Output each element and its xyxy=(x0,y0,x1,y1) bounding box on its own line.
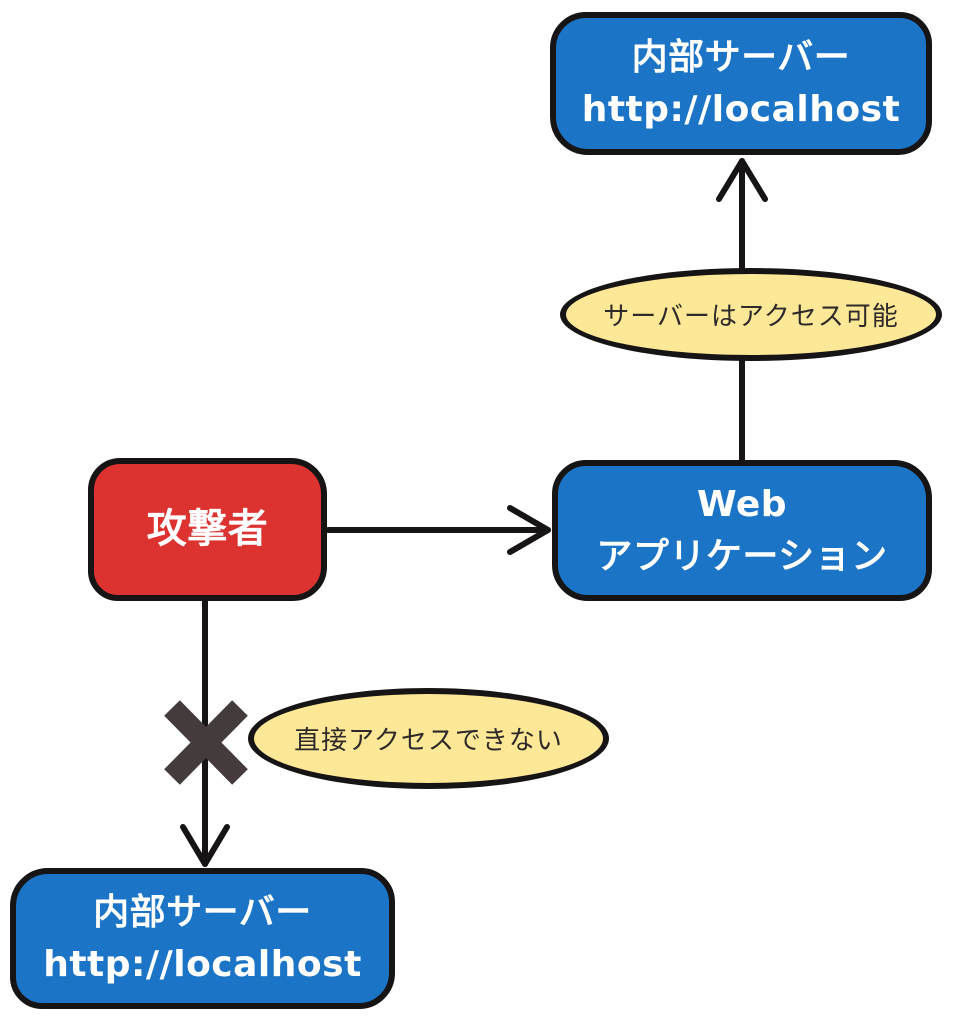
node-internal-server-bottom-label-line1: 内部サーバー xyxy=(93,892,312,934)
node-web-application: Web アプリケーション xyxy=(552,460,932,601)
blocked-cross-icon xyxy=(164,700,248,785)
arrow-webapp-to-internal-head-icon xyxy=(716,158,768,202)
node-internal-server-top-label-line2: http://localhost xyxy=(581,88,901,130)
node-internal-server-bottom: 内部サーバー http://localhost xyxy=(10,868,395,1009)
callout-no-direct-access: 直接アクセスできない xyxy=(248,688,609,789)
callout-no-direct-access-label: 直接アクセスできない xyxy=(294,726,563,756)
arrow-attacker-to-webapp-head-icon xyxy=(507,505,551,555)
node-attacker-label: 攻撃者 xyxy=(146,506,269,553)
node-web-application-label-line2: アプリケーション xyxy=(596,535,888,577)
callout-server-accessible: サーバーはアクセス可能 xyxy=(560,268,942,361)
node-internal-server-top: 内部サーバー http://localhost xyxy=(550,12,932,155)
node-web-application-label-line1: Web xyxy=(696,484,788,526)
node-attacker: 攻撃者 xyxy=(88,458,327,601)
callout-server-accessible-label: サーバーはアクセス可能 xyxy=(603,302,899,332)
arrow-attacker-to-internal-head-icon xyxy=(180,824,230,867)
node-internal-server-bottom-label-line2: http://localhost xyxy=(43,943,362,985)
node-internal-server-top-label-line1: 内部サーバー xyxy=(631,37,851,79)
